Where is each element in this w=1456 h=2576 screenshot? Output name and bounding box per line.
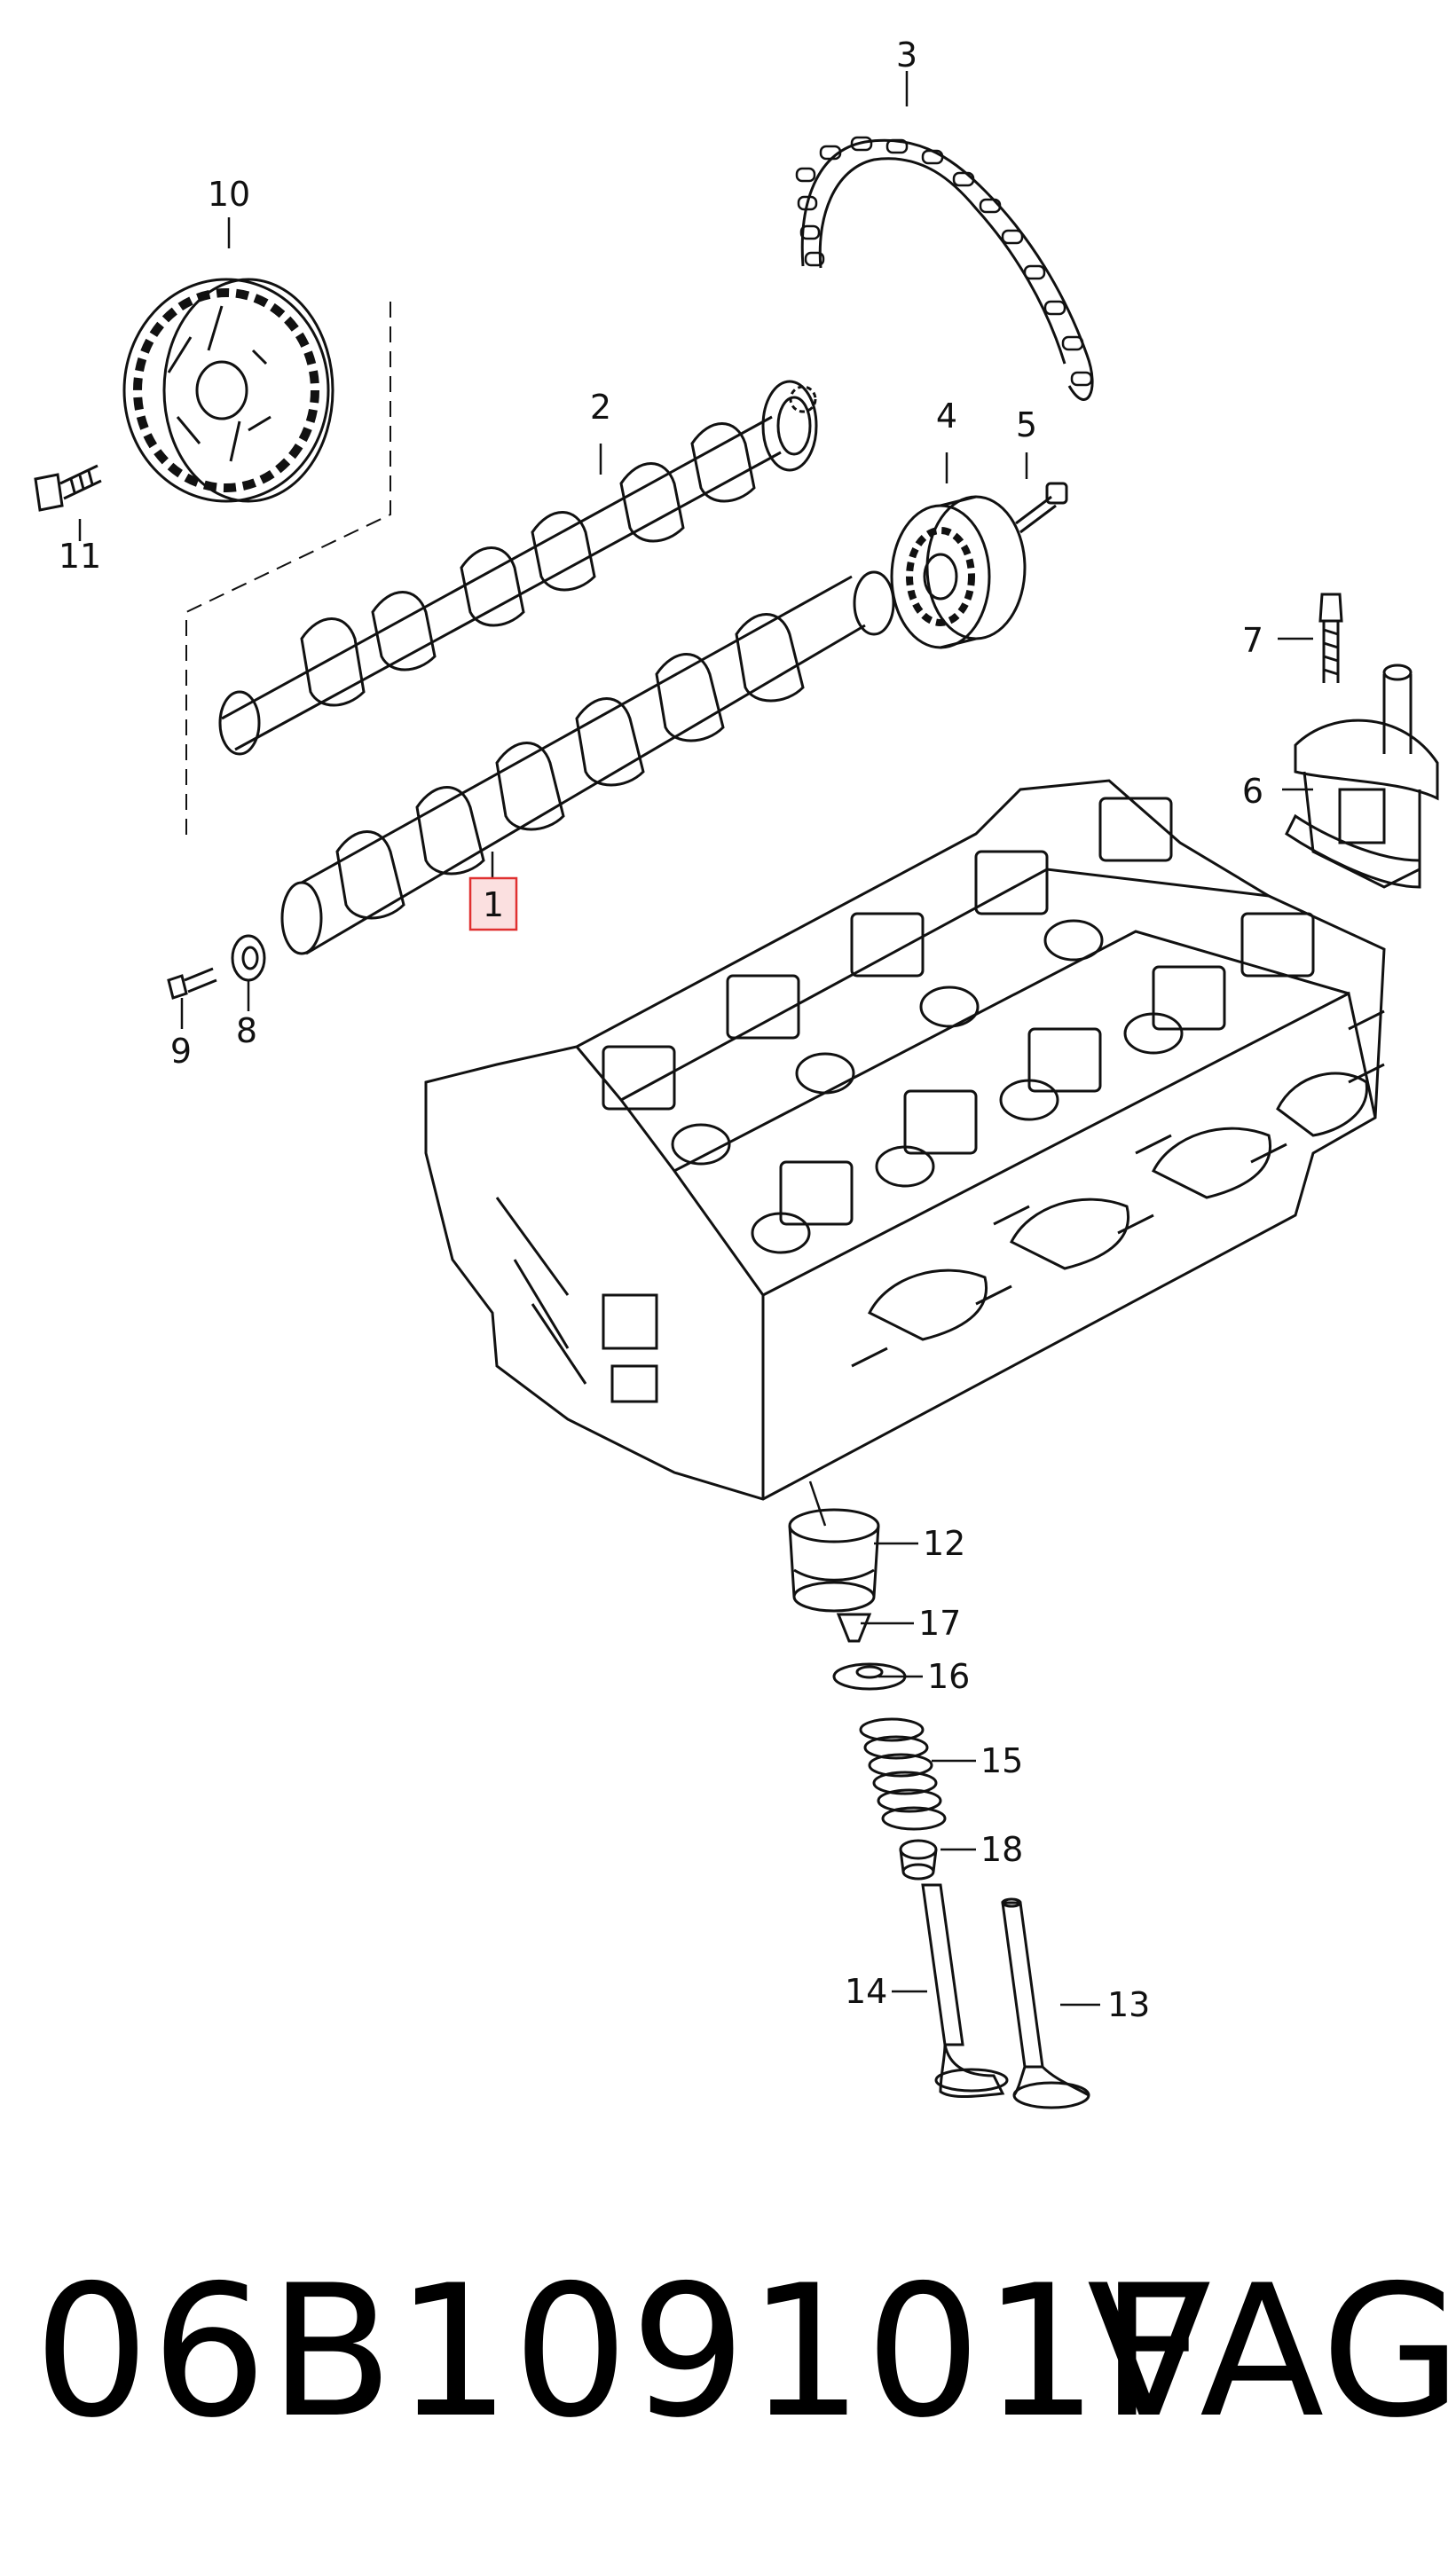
callout-13: 13	[1107, 1985, 1150, 2024]
camshaft-sprocket	[122, 278, 391, 843]
callout-2: 2	[590, 388, 611, 427]
sprocket-bolt	[34, 464, 102, 512]
valve-cotter	[836, 1613, 872, 1643]
callout-8: 8	[236, 1011, 257, 1050]
callout-11: 11	[59, 537, 101, 576]
tensioner-bolt	[1318, 593, 1343, 683]
exhaust-valve	[1001, 1897, 1090, 2109]
intake-valve	[921, 1883, 1009, 2099]
callout-16: 16	[927, 1657, 970, 1696]
tappet	[788, 1508, 880, 1613]
callout-9: 9	[170, 1032, 192, 1071]
callout-17: 17	[918, 1604, 961, 1643]
brand-label: VAG	[1087, 2247, 1456, 2458]
callout-5: 5	[1016, 405, 1037, 444]
cylinder-head	[424, 779, 1386, 1501]
adjuster-bolt	[1015, 482, 1068, 534]
highlighted-callout-box	[468, 876, 518, 931]
leader-lines	[78, 71, 1313, 2007]
spring-retainer	[832, 1662, 907, 1691]
callout-7: 7	[1242, 621, 1263, 660]
callout-labels: 1 2 3 4 5 6 7 8 9 10 11 12 13 14 15 16 1…	[59, 35, 1263, 2024]
callout-14: 14	[845, 1972, 887, 2011]
valve-stem-seal	[899, 1839, 938, 1881]
callout-4: 4	[936, 397, 957, 436]
callout-12: 12	[923, 1524, 965, 1563]
camshaft-adjuster	[890, 495, 1027, 649]
timing-chain	[795, 136, 1094, 401]
callout-18: 18	[980, 1830, 1023, 1869]
valve-spring	[859, 1717, 947, 1831]
callout-10: 10	[208, 175, 250, 214]
seal-and-bolt	[167, 934, 266, 1000]
exhaust-camshaft	[218, 380, 818, 756]
part-number-label: 06B109101F	[34, 2247, 1207, 2458]
callout-3: 3	[896, 35, 917, 75]
callout-15: 15	[980, 1741, 1023, 1780]
chain-tensioner	[1285, 664, 1439, 889]
callout-6: 6	[1242, 772, 1263, 811]
callout-1: 1	[483, 885, 504, 924]
intake-camshaft	[280, 570, 895, 955]
